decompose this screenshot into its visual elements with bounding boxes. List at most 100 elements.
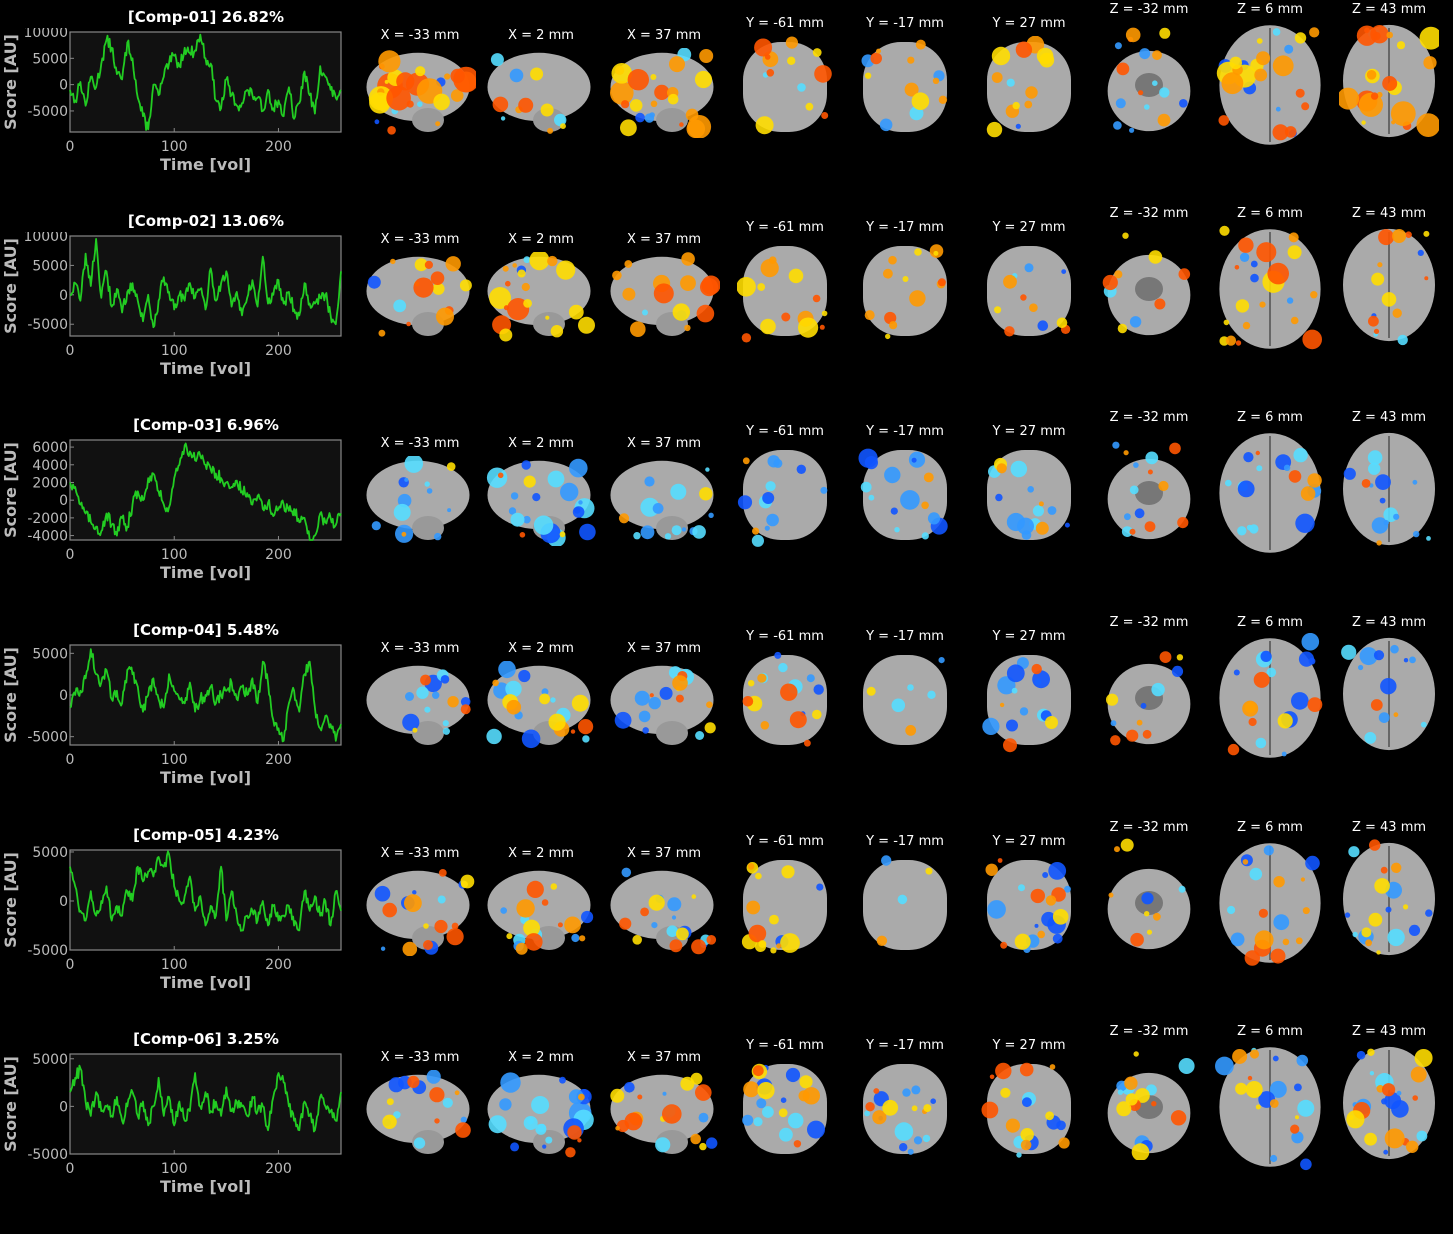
slice-label: Z = 43 mm [1351, 820, 1427, 835]
positive-activation [610, 1088, 625, 1103]
brain-slice [485, 1070, 597, 1160]
x-tick-label: 100 [161, 343, 188, 359]
negative-activation [1178, 885, 1186, 893]
negative-activation [1383, 1149, 1389, 1155]
negative-activation [1383, 519, 1389, 526]
y-tick-label: 5000 [32, 1052, 68, 1068]
positive-activation [923, 472, 934, 483]
negative-activation [860, 481, 872, 493]
positive-activation [1361, 479, 1371, 488]
negative-activation [621, 867, 632, 878]
positive-activation [1148, 250, 1163, 264]
slice-label: Y = -61 mm [746, 424, 824, 439]
positive-activation [1157, 113, 1171, 127]
negative-activation [440, 675, 450, 684]
positive-activation [1005, 1118, 1020, 1133]
negative-activation [1272, 28, 1281, 36]
positive-activation [1146, 929, 1153, 935]
brain-slice [1339, 1042, 1439, 1164]
negative-activation [1348, 846, 1360, 858]
brainstem [1135, 277, 1163, 301]
positive-activation [1106, 693, 1119, 706]
brain-slice [608, 456, 720, 546]
positive-activation [1356, 25, 1378, 46]
positive-activation [1045, 1111, 1054, 1121]
positive-activation [1024, 100, 1033, 109]
negative-activation [402, 713, 420, 731]
positive-activation [1307, 473, 1322, 488]
negative-activation [1129, 127, 1135, 133]
positive-activation [814, 65, 832, 83]
slice-label: Y = 27 mm [992, 220, 1066, 235]
positive-activation [923, 1104, 932, 1113]
negative-activation [1373, 650, 1385, 661]
y-axis-label: Score [AU] [1, 852, 20, 948]
positive-activation [1225, 335, 1237, 346]
positive-activation [679, 122, 684, 127]
slice-label: X = 2 mm [508, 28, 574, 43]
negative-activation [664, 533, 672, 540]
positive-activation [914, 248, 922, 256]
chart-title: [Comp-01] 26.82% [127, 8, 285, 26]
negative-activation [1064, 885, 1071, 893]
negative-activation [899, 1143, 908, 1152]
positive-activation [1256, 38, 1263, 44]
positive-activation [1256, 51, 1271, 66]
positive-activation [1052, 909, 1069, 925]
negative-activation [1375, 474, 1391, 490]
positive-activation [557, 922, 563, 928]
negative-activation [498, 661, 516, 679]
positive-activation [570, 729, 576, 734]
positive-activation [420, 674, 431, 686]
positive-activation [1244, 950, 1260, 966]
positive-activation [699, 49, 714, 63]
positive-activation [460, 874, 475, 889]
positive-activation [684, 324, 691, 332]
positive-activation [548, 713, 566, 731]
positive-activation [757, 1082, 775, 1100]
positive-activation [512, 263, 517, 268]
positive-activation [1012, 101, 1020, 110]
negative-activation [1390, 644, 1399, 654]
negative-activation [780, 1097, 787, 1103]
negative-activation [807, 1120, 825, 1139]
positive-activation [904, 82, 919, 97]
positive-activation [1368, 315, 1379, 327]
negative-activation [813, 684, 824, 695]
positive-activation [1391, 862, 1402, 873]
positive-activation [691, 939, 707, 955]
negative-activation [527, 1117, 534, 1125]
negative-activation [1139, 48, 1151, 60]
negative-activation [737, 495, 753, 510]
negative-activation [510, 492, 519, 500]
negative-activation [1006, 719, 1018, 732]
brain-slice [1339, 428, 1439, 550]
positive-activation [1258, 908, 1268, 918]
positive-activation [446, 462, 456, 471]
negative-activation [1356, 1050, 1366, 1060]
negative-activation [894, 527, 900, 533]
negative-activation [1380, 678, 1397, 695]
negative-activation [1358, 664, 1364, 671]
negative-activation [705, 467, 710, 472]
positive-activation [415, 66, 426, 77]
negative-activation [490, 53, 504, 67]
slice-label: Y = 27 mm [992, 16, 1066, 31]
positive-activation [752, 527, 760, 535]
brain-slice [1215, 633, 1325, 763]
y-tick-label: 4000 [32, 458, 68, 474]
positive-activation [997, 858, 1003, 863]
positive-activation [413, 277, 434, 298]
positive-activation [778, 1108, 788, 1118]
negative-activation [742, 1114, 754, 1126]
positive-activation [454, 1090, 460, 1096]
cerebellum [656, 721, 688, 745]
positive-activation [1135, 1088, 1150, 1103]
positive-activation [390, 258, 396, 265]
positive-activation [821, 112, 829, 119]
brain-slice [981, 36, 1077, 140]
negative-activation [1266, 667, 1277, 678]
negative-activation [1024, 263, 1034, 273]
positive-activation [781, 312, 791, 322]
brain-slice [1339, 20, 1439, 142]
